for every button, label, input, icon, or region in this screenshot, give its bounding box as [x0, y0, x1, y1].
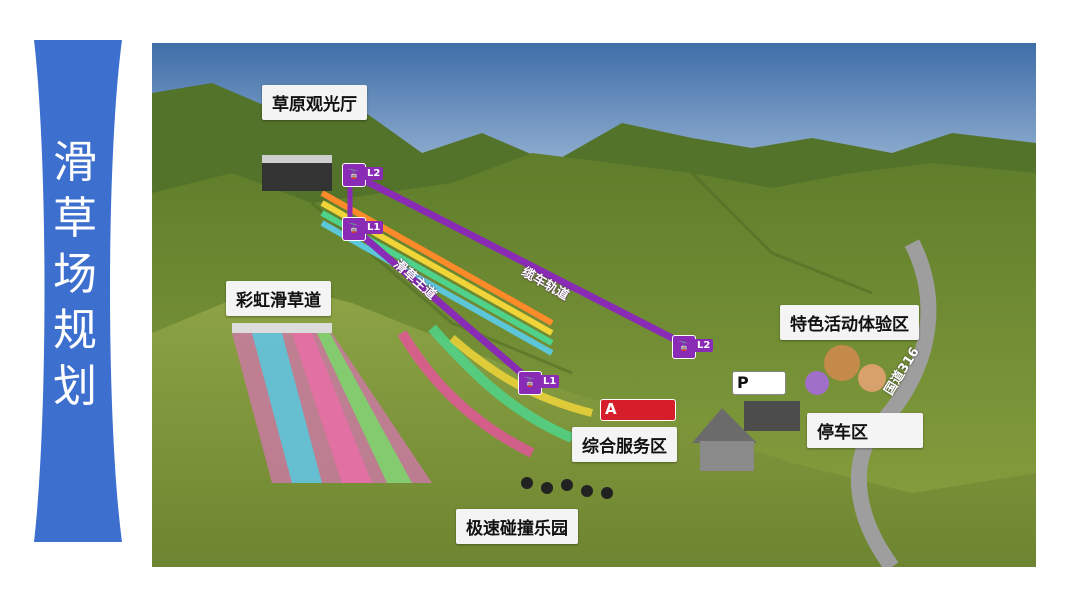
banner-shape [34, 40, 122, 542]
cable-car-icon: 🚡 [342, 217, 366, 241]
cable-code-l1-bottom: L1 [540, 375, 560, 388]
rainbow-slide-lanes [232, 333, 432, 483]
cable-code-l1-top: L1 [364, 221, 384, 234]
rainbow-slide-label: 彩虹滑草道 [226, 281, 331, 316]
cable-car-icon: 🚡 [672, 335, 696, 359]
service-sign: A [600, 399, 676, 421]
parking-letter: P [737, 373, 749, 392]
cable-car-icon: 🚡 [342, 163, 366, 187]
cable-code-l2-top: L2 [364, 167, 384, 180]
service-zone-label: 综合服务区 [572, 427, 677, 462]
side-banner: 滑草场规划 [34, 40, 122, 542]
map-scene [152, 43, 1036, 567]
parking-sign: P [732, 371, 786, 395]
bumper-car-label: 极速碰撞乐园 [456, 509, 578, 544]
cable-code-l2-bottom: L2 [694, 339, 714, 352]
cable-car-icon: 🚡 [518, 371, 542, 395]
ski-area-map: 🚡 L2 🚡 L1 🚡 L2 🚡 L1 缆车轨道 滑草主道 国道316 P A … [152, 43, 1036, 567]
service-letter: A [605, 400, 617, 418]
parking-zone-label: 停车区 [807, 413, 923, 448]
banner-title: 滑草场规划 [53, 137, 99, 412]
activity-zone-label: 特色活动体验区 [780, 305, 919, 340]
grassland-hall-label: 草原观光厅 [262, 85, 367, 120]
